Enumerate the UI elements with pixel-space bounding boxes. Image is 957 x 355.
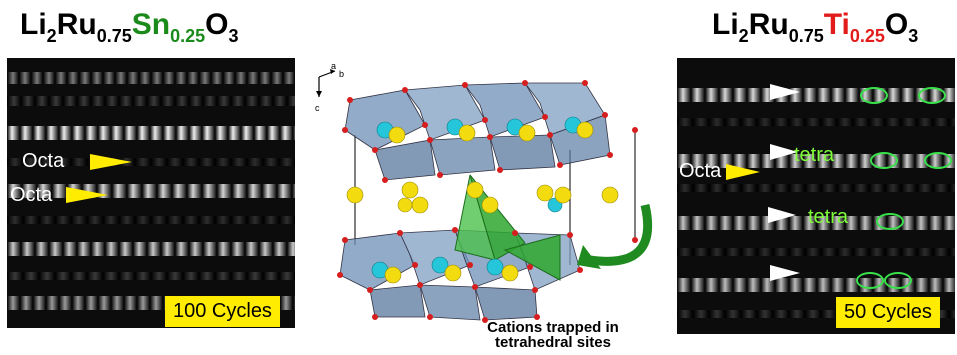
tetra-site-ring xyxy=(884,272,912,289)
tetra-site-ring xyxy=(860,87,888,104)
octa-marker-arrow xyxy=(66,187,108,203)
white-marker-arrow xyxy=(770,265,800,281)
octa-marker-arrow xyxy=(726,164,760,180)
white-marker-arrow xyxy=(770,84,800,100)
tetra-label: tetra xyxy=(808,206,849,228)
tetra-site-ring xyxy=(918,87,946,104)
tetra-site-ring xyxy=(924,152,952,169)
tetra-site-ring xyxy=(870,152,898,169)
octa-label: Octa xyxy=(22,150,65,172)
left-formula-title: Li2Ru0.75Sn0.25O3 xyxy=(20,8,239,46)
white-marker-arrow xyxy=(770,144,798,160)
right-formula-title: Li2Ru0.75Ti0.25O3 xyxy=(712,8,919,46)
axis-indicator xyxy=(316,69,336,97)
tetra-label: tetra xyxy=(794,144,835,166)
right-cycles-label: 50 Cycles xyxy=(836,297,940,328)
right-stem-image xyxy=(677,58,955,334)
oxygen-atoms xyxy=(337,80,638,323)
tetrahedral-site xyxy=(454,174,561,281)
octa-marker-arrow xyxy=(90,154,132,170)
tetra-site-ring xyxy=(856,272,884,289)
axis-b-label: b xyxy=(339,69,344,79)
tetra-site-ring xyxy=(876,213,904,230)
crystal-structure-diagram: a b c xyxy=(315,61,653,323)
trap-arrow xyxy=(577,203,653,269)
caption-trapped-cations: Cations trapped in tetrahedral sites xyxy=(487,319,619,351)
white-marker-arrow xyxy=(768,207,796,223)
left-cycles-label: 100 Cycles xyxy=(165,296,280,327)
axis-a-label: a xyxy=(331,61,336,71)
octa-label: Octa xyxy=(10,184,53,206)
axis-c-label: c xyxy=(315,103,320,113)
octa-label: Octa xyxy=(679,160,722,182)
li-atoms xyxy=(346,121,619,284)
